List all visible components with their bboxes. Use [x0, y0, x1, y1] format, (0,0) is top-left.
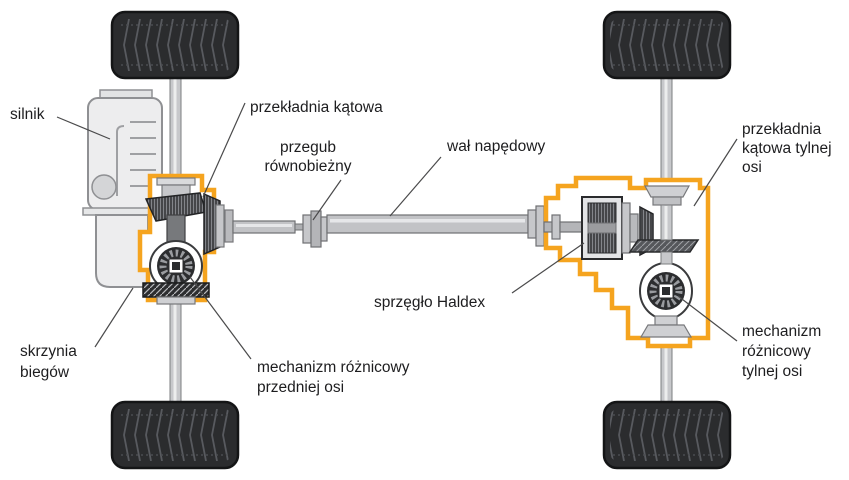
wheel-rear-top — [602, 10, 732, 80]
leader-przekladnia-tylna — [693, 138, 738, 207]
leader-przekladnia-katowa — [202, 102, 246, 198]
wheel-front-bottom — [110, 400, 240, 470]
cv-joint-and-shaft — [232, 205, 545, 248]
wheel-front-top — [110, 10, 240, 80]
label-skrzynia-line1: skrzynia — [20, 343, 77, 360]
label-mech-tylny-line2: różnicowy — [742, 343, 811, 360]
leader-mech-przedni — [189, 276, 252, 360]
rear-crown-gear — [628, 239, 700, 253]
cv-joint — [302, 210, 328, 248]
front-angle-gear-assembly — [137, 173, 234, 305]
label-sprzeglo-haldex: sprzęgło Haldex — [374, 294, 485, 311]
front-differential — [149, 240, 203, 292]
drive-shaft — [326, 205, 545, 247]
engine-block — [82, 89, 168, 216]
leader-mech-tylny — [677, 295, 738, 342]
label-przegub-line1: przegub — [280, 139, 336, 156]
wheel-rear-bottom — [602, 400, 732, 470]
rear-drive-assembly — [543, 175, 711, 349]
label-silnik: silnik — [10, 106, 45, 123]
label-przegub-line2: równobieżny — [264, 158, 351, 175]
label-przekladnia-tylna-line3: osi — [742, 159, 762, 176]
label-przekladnia-katowa: przekładnia kątowa — [250, 99, 383, 116]
label-skrzynia-line2: biegów — [20, 364, 70, 381]
leader-wal-napedowy — [389, 156, 442, 217]
label-przekladnia-tylna-line1: przekładnia — [742, 121, 822, 138]
rear-axle-lower-flange — [639, 315, 693, 338]
label-wal-napedowy: wał napędowy — [446, 138, 545, 155]
leader-silnik — [56, 116, 111, 140]
label-mech-przedni-line1: mechanizm różnicowy — [257, 359, 410, 376]
label-przekladnia-tylna-line2: kątowa tylnej — [742, 140, 832, 157]
leader-przegub — [312, 179, 342, 221]
rear-differential — [639, 262, 693, 320]
gearbox-housing — [95, 214, 149, 288]
label-mech-tylny-line1: mechanizm — [742, 323, 821, 340]
leader-sprzeglo-haldex — [511, 242, 585, 294]
label-mech-tylny-line3: tylnej osi — [742, 363, 802, 380]
label-mech-przedni-line2: przedniej osi — [257, 379, 344, 396]
haldex-clutch — [581, 196, 639, 260]
leader-skrzynia — [94, 287, 134, 348]
